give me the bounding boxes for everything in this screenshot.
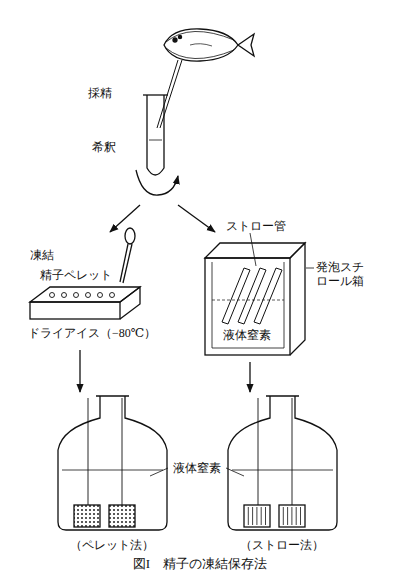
straw-line	[265, 507, 266, 525]
straw-line	[261, 507, 262, 525]
part-label: 液体窒素	[172, 461, 222, 475]
straw-line	[291, 507, 292, 525]
process-label: 凍結	[30, 248, 54, 262]
leader-line	[250, 233, 256, 266]
part-label: ストロー管	[226, 219, 286, 233]
test-tube	[143, 95, 168, 175]
leader-line	[150, 468, 168, 476]
straw-line	[300, 507, 301, 525]
dewar-flask	[58, 396, 167, 530]
dry-ice-block	[30, 287, 140, 319]
flow-arrow	[178, 205, 215, 232]
straw-line	[296, 507, 297, 525]
dewar-flask	[228, 396, 337, 530]
flow-arrow	[79, 350, 80, 392]
flow-arrow	[249, 362, 250, 392]
leader-line	[306, 268, 314, 269]
method-label: （ペレット法）	[70, 538, 154, 552]
straw-line	[287, 507, 288, 525]
straw-line	[283, 507, 284, 525]
part-label: 発泡スチロール箱	[316, 260, 368, 289]
flow-arrow	[110, 205, 140, 232]
part-label: ドライアイス（−80℃）	[28, 326, 156, 340]
flounder-fish	[164, 29, 254, 61]
method-label: （ストロー法）	[240, 538, 324, 552]
part-label: 液体窒素	[222, 328, 272, 342]
mix-arrow	[136, 170, 178, 195]
leader-line	[226, 468, 244, 476]
straw-line	[252, 507, 253, 525]
dropping-pipette	[120, 228, 135, 283]
straw-line	[248, 507, 249, 525]
figure-caption: 図I 精子の凍結保存法	[133, 556, 267, 572]
straw-tubes	[222, 268, 282, 324]
part-label: 精子ペレット	[40, 268, 112, 282]
collection-pipette	[157, 60, 182, 128]
straw-line	[256, 507, 257, 525]
process-label: 希釈	[92, 140, 116, 154]
process-label: 採精	[88, 86, 112, 100]
